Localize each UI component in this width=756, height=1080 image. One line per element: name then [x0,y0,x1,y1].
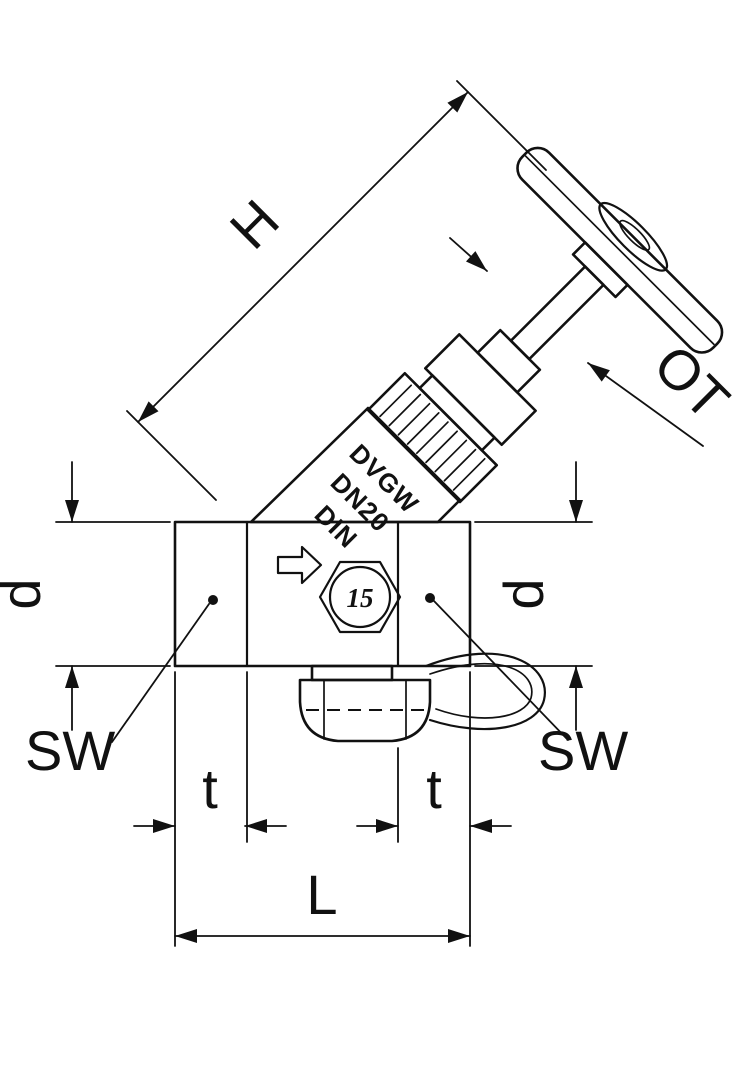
dim-label-d-right: d [492,578,555,609]
valve-body: 15 [173,406,472,668]
h-extension-upper [456,80,547,171]
dim-OT: OT [449,237,742,447]
emblem-circle [328,565,392,629]
emblem-number: 15 [347,583,374,613]
leader-sw-right: SW [433,600,628,782]
h-extension-lower [126,410,217,501]
drain-boss [310,664,394,682]
dim-d-left: d [0,461,171,731]
handwheel-hub-cap [619,219,651,251]
leader-sw-left: SW [25,603,210,782]
dim-label-SW-left: SW [25,719,115,782]
handwheel-rim-line [524,155,715,346]
dim-label-t-right: t [426,757,442,820]
dim-label-L: L [306,863,337,926]
dim-label-d-left: d [0,578,52,609]
sw-right-dot [425,593,435,603]
drain-bail-inner [429,662,533,719]
dim-t-left: t [133,671,287,947]
bonnet-cone [249,406,462,524]
handwheel [516,146,724,354]
dim-d-right: d [474,461,593,731]
emblem-hexagon [318,560,402,634]
maker-emblem: 15 [318,560,402,634]
handwheel-rim [516,146,724,354]
stem [509,265,605,361]
dim-label-t-left: t [202,757,218,820]
handwheel-hub [598,201,669,272]
flow-direction-arrow-icon [276,545,323,585]
spindle-neck [476,328,542,394]
dim-t-right: t [356,671,512,947]
dim-label-OT: OT [642,332,742,432]
union-nut [366,371,499,504]
dim-label-SW-right: SW [538,719,628,782]
drain-cap [298,678,432,743]
dim-L: L [174,863,471,943]
dim-label-H: H [218,188,291,261]
sw-left-dot [208,595,218,605]
